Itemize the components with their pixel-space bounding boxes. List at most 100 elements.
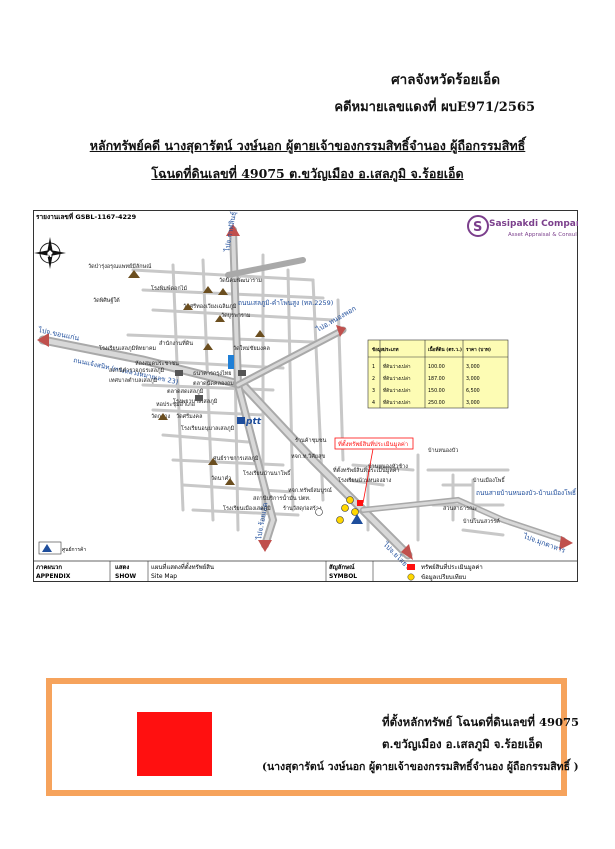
- svg-text:S: S: [473, 220, 482, 235]
- place-label: ร้านค้าชุมชน: [295, 437, 327, 444]
- legend-line3: (นางสุดารัตน์ วงษ์นอก ผู้ตายเจ้าของกรรมส…: [262, 761, 579, 773]
- table-cell: 3,000: [466, 376, 480, 382]
- table-cell: ที่ดินว่างเปล่า: [383, 363, 411, 370]
- place-label: โรงเรียนเสลภูมิพิทยาคม: [99, 344, 157, 352]
- place-label: วัดบูรพาราม: [221, 312, 251, 319]
- legend-line1: ที่ตั้งหลักทรัพย์ โฉนดที่ดินเลขที่ 49075: [382, 715, 580, 729]
- comparable-3-icon: [351, 508, 359, 516]
- arrow-west-icon: [37, 333, 49, 347]
- comparable-symbol-icon: [407, 573, 415, 581]
- comparable-2-icon: [341, 504, 349, 512]
- place-label: ตลาดสดเสลภูมิ: [167, 388, 204, 395]
- place-label: วัดศรีมงคล: [176, 413, 202, 420]
- table-header-cell: ประเภท: [383, 346, 398, 353]
- arrow-south-icon: [258, 540, 272, 552]
- company-subtitle: Asset Appraisal & Consul: [508, 232, 577, 238]
- shopping-center-label: ศูนย์การค้า: [62, 546, 86, 553]
- arrow-east-icon: [559, 536, 573, 550]
- table-cell: 4: [372, 400, 375, 406]
- place-label: สำนักงานที่ดิน: [159, 339, 193, 347]
- highways: [38, 226, 566, 560]
- map-footer: ภาคผนวก APPENDIX แสดง SHOW แผนที่แสดงที่…: [33, 560, 578, 582]
- map-ref-code: รายงานเลขที่ GSBL-1167-4229: [36, 211, 137, 221]
- table-header-cell: ข้อมูล: [372, 346, 384, 353]
- place-label: วัดพิศิษฐ์ใต้: [93, 297, 120, 304]
- place-label: เทศบาลตำบลเสลภูมิ: [109, 377, 158, 384]
- temple-icon: [183, 303, 193, 310]
- appendix-label-en: APPENDIX: [36, 573, 71, 580]
- comparison-table: ข้อมูลประเภทเนื้อที่ดิน (ตร.ว.)ราคา (บาท…: [367, 339, 509, 409]
- symbol-subject-label: ทรัพย์สินที่ประเมินมูลค่า: [421, 563, 483, 571]
- temple-icon: [218, 288, 228, 295]
- landmark-icons: [128, 270, 265, 485]
- symbol-comparable-label: ข้อมูลเปรียบเทียบ: [421, 573, 466, 581]
- legend-line2: ต.ขวัญเมือง อ.เสลภูมิ จ.ร้อยเอ็ด: [382, 737, 543, 751]
- map-description-en: Site Map: [151, 573, 177, 580]
- place-label: บ้านหนองหัวช้าง: [368, 463, 408, 470]
- place-label: บ้านหนองบัว: [428, 447, 458, 454]
- place-label: บ้านเมืองโพธิ์: [473, 476, 506, 484]
- table-cell: ที่ดินว่างเปล่า: [383, 387, 411, 394]
- location-color-swatch: [137, 712, 212, 776]
- place-label: วัดนาคำ: [211, 475, 231, 482]
- temple-icon: [158, 413, 168, 420]
- table-cell: ที่ดินว่างเปล่า: [383, 399, 411, 406]
- table-cell: 100.00: [428, 364, 445, 370]
- temple-icon: [215, 315, 225, 322]
- place-label: สถานีบริการน้ำมัน ปตท.: [253, 494, 311, 502]
- place-label: ตลาดนัดคลองถม: [193, 380, 234, 387]
- comparable-1-icon: [346, 496, 354, 504]
- table-cell: 187.00: [428, 376, 445, 382]
- document-title-line1: หลักทรัพย์คดี นางสุดารัตน์ วงษ์นอก ผู้ตา…: [89, 138, 526, 153]
- road-label-hwy-sub: ถนนเสลภูมิ-คำโพนสูง (ทล.2259): [238, 299, 333, 307]
- temple-icon: [128, 270, 140, 278]
- site-map: ไปจ.ขอนแก่น ไปจ.กาฬสินธุ์ ไปอ.หนองพอก ไป…: [33, 210, 578, 582]
- table-header-cell: ราคา (บาท): [466, 347, 491, 353]
- ptt-label: ptt: [245, 417, 262, 427]
- show-label-en: SHOW: [115, 573, 136, 580]
- north-arrow-icon: N: [34, 237, 66, 269]
- place-label: ร้านวัสดุก่อสร้าง: [283, 505, 322, 512]
- place-label: ที่ตั้งทรัพย์สินที่ประเมินมูลค่า: [333, 466, 400, 474]
- building-icon: [238, 370, 246, 376]
- company-logo: S Sasipakdi Company Lim Asset Appraisal …: [467, 215, 578, 238]
- subject-marker-icon: [351, 500, 363, 524]
- court-name: ศาลจังหวัดร้อยเอ็ด: [391, 72, 500, 88]
- place-label: โรงเรียนอนุบาลเสลภูมิ: [181, 424, 235, 432]
- place-label: โรงเรียนเมืองเสลภูมิ: [223, 504, 271, 512]
- place-label: โรงพิมพ์ดอกไม้: [151, 284, 187, 292]
- place-label: ศูนย์ราชการเสลภูมิ: [213, 455, 259, 462]
- place-label: หจก.ท.วิศัยสุข: [291, 453, 325, 460]
- ptt-station-icon: ptt: [237, 417, 262, 427]
- north-label: N: [47, 252, 52, 259]
- road-label-local: ถนนสายบ้านหนองบัว-บ้านเมืองโพธิ์: [476, 488, 577, 497]
- building-icon: [228, 355, 234, 369]
- case-number: คดีหมายเลขแดงที่ ผบE971/2565: [334, 100, 535, 115]
- temple-icon: [225, 478, 235, 485]
- table-cell: 1: [372, 364, 375, 370]
- temple-icon: [208, 458, 218, 465]
- place-label: หจก.ทรัพย์สมบูรณ์: [288, 487, 332, 494]
- place-label: วัดป่ารุ่งอรุณแพทย์มีลักษณ์: [88, 263, 151, 270]
- table-cell: 150.00: [428, 388, 445, 394]
- symbol-label-th: สัญลักษณ์: [329, 563, 355, 571]
- appendix-label-th: ภาคผนวก: [36, 564, 62, 571]
- table-cell: 3,000: [466, 364, 480, 370]
- temple-icon: [255, 330, 265, 337]
- document-title-line2: โฉนดที่ดินเลขที่ 49075 ต.ขวัญเมือง อ.เสล…: [151, 166, 464, 181]
- comparable-markers: [315, 496, 359, 524]
- place-label: วัดนิคมพัฒนาราม: [219, 277, 262, 284]
- show-label-th: แสดง: [115, 564, 129, 571]
- place-label: หอประชุมอำเภอ: [156, 401, 195, 408]
- subject-callout: ที่ตั้งทรัพย์สินที่ประเมินมูลค่า: [338, 439, 408, 448]
- arrow-northeast-icon: [336, 325, 346, 337]
- building-icon: [175, 370, 183, 376]
- place-label: วัดศรีทองเวียงเฉลิมภูมิ: [183, 303, 237, 310]
- route-arrows: [37, 224, 573, 560]
- place-label: โรงเรียนบ้านหนองฮาง: [338, 476, 392, 484]
- table-cell: 250.00: [428, 400, 445, 406]
- location-legend: ที่ตั้งหลักทรัพย์ โฉนดที่ดินเลขที่ 49075…: [46, 678, 579, 796]
- arrow-north-icon: [226, 224, 240, 236]
- table-cell: 3,000: [466, 400, 480, 406]
- comparable-4-icon: [336, 516, 344, 524]
